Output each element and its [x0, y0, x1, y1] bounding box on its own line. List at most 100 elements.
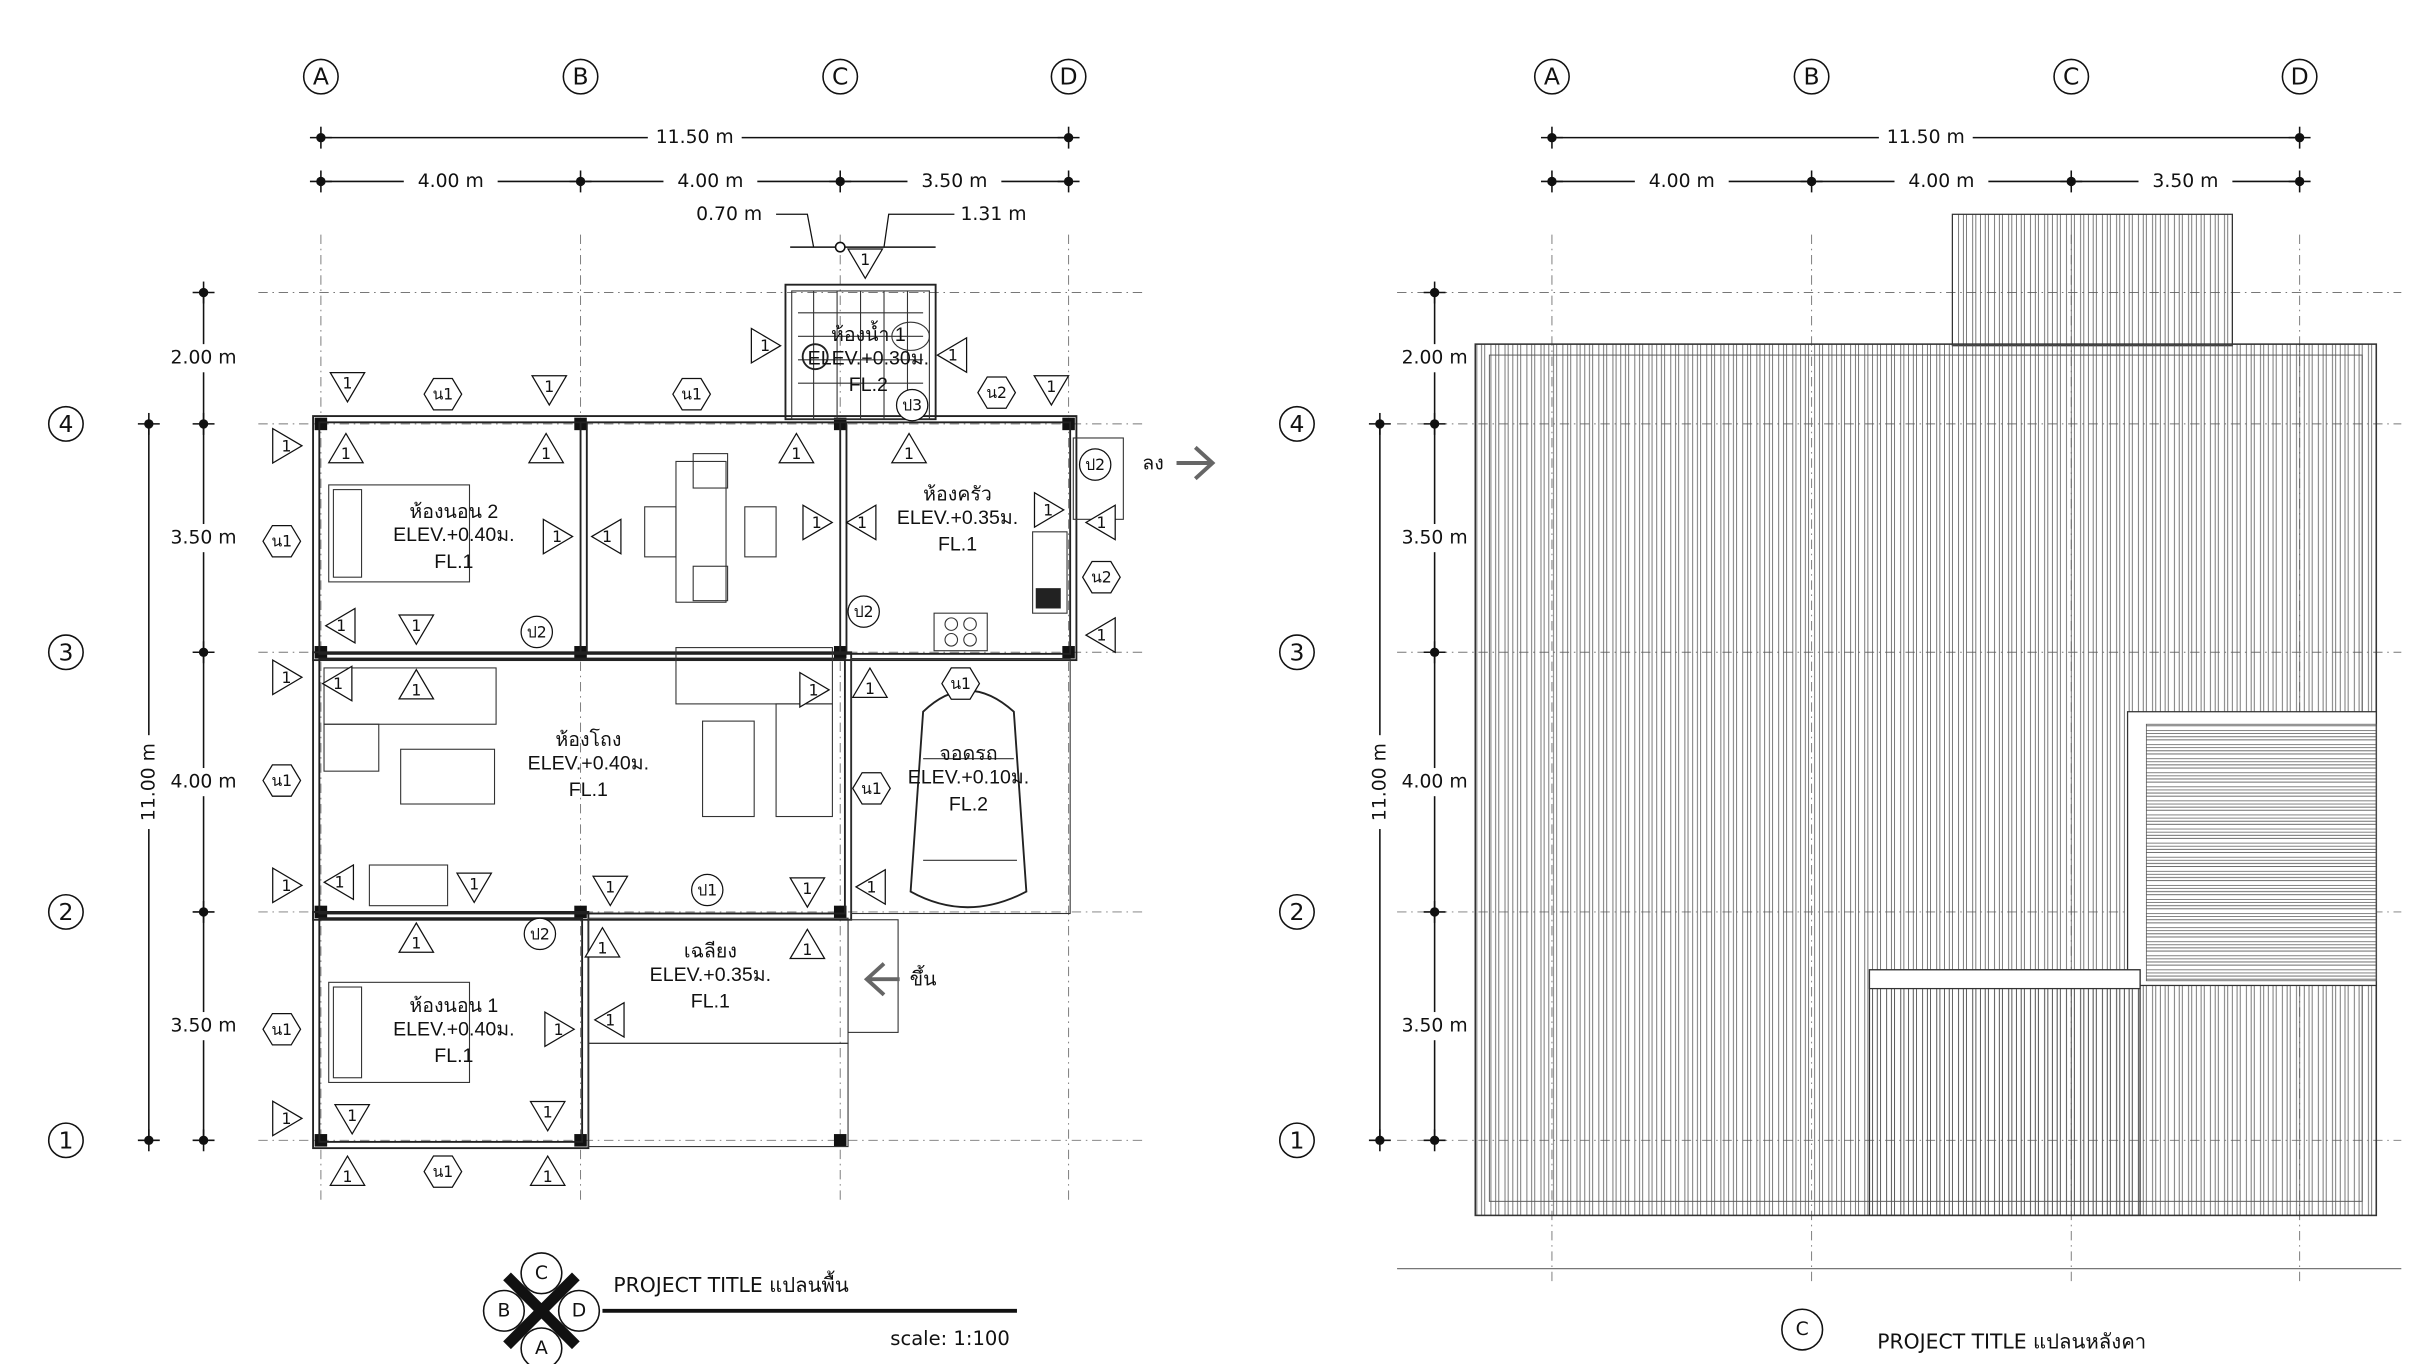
dimension-bath-left: 0.70 m [696, 204, 762, 225]
tag-label: 1 [411, 616, 421, 635]
tag-label: 1 [282, 876, 292, 895]
tag-label: น1 [681, 385, 702, 404]
tag-label: 1 [469, 874, 479, 893]
tag-label: 1 [605, 877, 615, 896]
dimension-span: 2.00 m [171, 348, 237, 369]
window-tag: น1 [672, 377, 712, 411]
tag-label: ป2 [527, 622, 547, 641]
tag-label: 1 [282, 1109, 292, 1128]
grid-row-label: 4 [1290, 410, 1305, 438]
room-elevation: ELEV.+0.35ม. [897, 507, 1018, 529]
grid-col-label: B [573, 63, 589, 91]
section-marker-down: 1 [398, 614, 435, 646]
section-marker-left: 1 [1084, 504, 1116, 541]
room-name: จอดรถ [939, 743, 997, 765]
grid-bubble [1278, 405, 1315, 442]
stair-down-annotation: ลง [1142, 445, 1216, 481]
arrow-left-icon [863, 962, 900, 997]
tag-label: น2 [986, 383, 1007, 402]
dimension-overall-width: 11.50 m [1887, 127, 1965, 148]
grid-bubble [2053, 58, 2090, 95]
dimension-span: 3.50 m [171, 1016, 237, 1037]
section-marker-up: 1 [778, 432, 815, 464]
window-tag: น1 [262, 764, 302, 797]
grid-bubble [47, 1122, 84, 1159]
tag-label: 1 [554, 1020, 564, 1039]
grid-bubble [1278, 1122, 1315, 1159]
column [833, 905, 847, 919]
dimension-span: 4.00 m [677, 171, 743, 192]
grid-bubble [1050, 58, 1087, 95]
section-marker-right: 1 [272, 1100, 304, 1137]
room-name: ห้องน้ำ 1 [831, 320, 906, 346]
tag-label: 1 [544, 377, 554, 396]
tag-label: 1 [1043, 500, 1053, 519]
tag-label: 1 [333, 674, 343, 693]
dimension-span: 4.00 m [1649, 171, 1715, 192]
tag-label: น1 [271, 771, 292, 790]
tag-label: 1 [347, 1106, 357, 1125]
grid-col-label: A [313, 63, 329, 91]
grid-row-label: 3 [1290, 638, 1305, 666]
section-marker-left: 1 [845, 504, 877, 541]
room-name: ห้องนอน 2 [409, 501, 498, 523]
column [833, 1134, 847, 1147]
dimension-span: 4.00 m [1402, 772, 1468, 793]
furniture [323, 321, 1068, 1083]
grid-col-label: A [1544, 63, 1560, 91]
tag-label: 1 [802, 879, 812, 898]
grid-bubble [1278, 634, 1315, 671]
tag-label: 1 [282, 436, 292, 455]
section-marker-left: 1 [854, 868, 886, 906]
dimension-span: 3.50 m [171, 528, 237, 549]
dimension-overall-width: 11.50 m [656, 127, 734, 148]
up-label: ขึ้น [910, 964, 937, 990]
room-name: ห้องโถง [555, 728, 621, 751]
tag-label: 1 [335, 873, 345, 892]
down-label: ลง [1142, 452, 1164, 474]
column [574, 1134, 587, 1147]
tag-label: 1 [865, 679, 875, 698]
window-tag: น1 [423, 1155, 463, 1188]
section-marker-left: 1 [590, 518, 622, 555]
section-marker-left: 1 [593, 1001, 625, 1039]
dimension-overall-depth: 11.00 m [138, 743, 159, 821]
door-tag: ป2 [847, 595, 880, 628]
section-marker-down: 1 [591, 875, 629, 907]
section-marker-left: 1 [322, 863, 355, 901]
section-marker-up: 1 [329, 1154, 366, 1186]
roof [1474, 213, 2378, 1217]
section-marker-left: 1 [936, 336, 968, 374]
tag-label: 1 [543, 1167, 553, 1186]
window-tag: น1 [423, 377, 463, 411]
grid-bubble [47, 893, 84, 930]
door-tag: ป2 [520, 615, 554, 649]
section-marker-up: 1 [398, 921, 435, 953]
tag-label: 1 [948, 346, 958, 365]
tag-label: ป2 [854, 602, 874, 621]
tag-label: 1 [343, 374, 353, 393]
tag-label: 1 [904, 444, 914, 463]
section-marker-up: 1 [529, 1154, 567, 1186]
tag-label: 1 [809, 680, 819, 699]
grid-bubble [1533, 58, 1570, 95]
grid-col-label: C [832, 63, 848, 91]
tag-label: 1 [791, 444, 801, 463]
tag-label: 1 [857, 513, 867, 532]
dimension-span: 3.50 m [2152, 171, 2218, 192]
section-marker-down: 1 [333, 1104, 371, 1136]
section-marker-up: 1 [890, 432, 928, 464]
tag-label: 1 [411, 680, 421, 699]
section-marker-up: 1 [327, 432, 365, 464]
window-tag: น2 [977, 376, 1017, 409]
compass-label: B [497, 1300, 510, 1321]
room-name: ห้องนอน 1 [409, 995, 498, 1017]
walls [312, 283, 1124, 1150]
dimension-span: 2.00 m [1402, 348, 1468, 369]
section-marker-left: 1 [1084, 616, 1116, 654]
